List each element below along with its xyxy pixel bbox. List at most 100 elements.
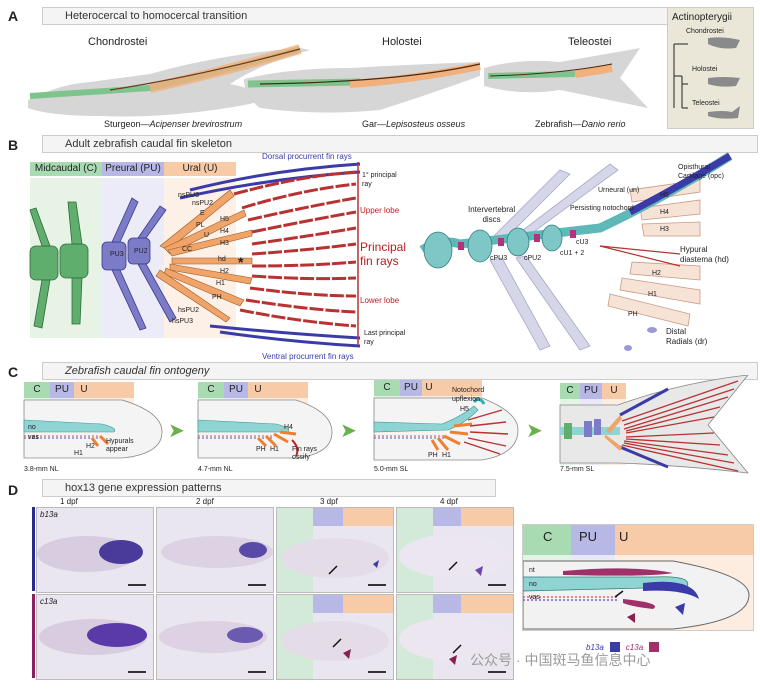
stage1-label-no: no — [28, 424, 36, 431]
group-holostei: Holostei — [382, 36, 422, 48]
label-h5: H5 — [220, 216, 229, 223]
caption-zebrafish: Zebrafish—Danio rerio — [535, 119, 626, 129]
micrograph-b13a-4dpf — [396, 507, 514, 593]
panel-a-fish-drawings — [28, 44, 648, 117]
arrow-right-icon: ➤ — [526, 420, 543, 442]
watermark-text: 公众号 · 中国斑马鱼信息中心 — [470, 652, 651, 668]
scale-bar — [368, 671, 386, 673]
stage2-label-h4: H4 — [284, 424, 293, 431]
expression-schematic: C PU U nt no vas — [522, 524, 754, 631]
panel-d-header: hox13 gene expression patterns — [42, 479, 496, 497]
label-principal-rays: Principal fin rays — [360, 240, 407, 268]
day-label-1: 1 dpf — [60, 497, 78, 506]
stage3-label-ph: PH — [428, 452, 438, 459]
label-ph: PH — [212, 294, 222, 301]
skeleton-drawing-left — [29, 162, 361, 348]
panel-b-header: Adult zebrafish caudal fin skeleton — [42, 135, 758, 153]
zone-midcaudal: Midcaudal (C) — [30, 162, 102, 176]
arrow-right-icon: ➤ — [168, 420, 185, 442]
label-ventral-procurrent: Ventral procurrent fin rays — [262, 352, 354, 361]
expression-legend: b13a c13a — [586, 642, 660, 652]
schematic-label-nt: nt — [529, 567, 535, 574]
stage4-zone-u: U — [610, 385, 618, 396]
stage1-zone-u: U — [80, 384, 88, 395]
stage3-label-h5: H5 — [460, 406, 469, 413]
panel-d-letter: D — [8, 482, 19, 498]
stage3-zone-c: C — [383, 382, 391, 393]
label-first-principal: 1° principal ray — [362, 172, 397, 188]
schematic-label-no: no — [529, 581, 537, 588]
zebrafish-ural — [574, 64, 613, 78]
tree-taxon-chondrostei: Chondrostei — [686, 28, 724, 35]
panel-c-header: Zebrafish caudal fin ontogeny — [42, 362, 758, 380]
legend-swatch-c13a — [649, 642, 660, 652]
stage2-zone-pu: PU — [229, 384, 243, 395]
stage3-label-notochord-upflexion: Notochord upflexion — [452, 387, 485, 403]
sturgeon-notochord — [109, 48, 301, 91]
stage3-zone-pu: PU — [404, 382, 418, 393]
gar-ural — [349, 62, 481, 88]
label-r-ph: PH — [628, 311, 638, 318]
label-h2: H2 — [220, 268, 229, 275]
label-last-principal: Last principal ray — [364, 330, 406, 346]
scale-bar — [128, 584, 146, 586]
panel-a-letter: A — [8, 8, 19, 24]
panel-a-header: Heterocercal to homocercal transition — [42, 7, 676, 25]
stage1-label-hypurals-appear: Hypurals appear — [106, 438, 134, 453]
stage1-label-h1: H1 — [74, 450, 83, 457]
label-r-h2: H2 — [652, 270, 661, 277]
stage4-zone-pu: PU — [584, 385, 598, 396]
schematic-zone-c: C — [543, 529, 553, 544]
label-h3: H3 — [220, 240, 229, 247]
label-r-h3: H3 — [660, 226, 669, 233]
label-pl: PL — [196, 222, 205, 229]
caption-gar: Gar—Lepisosteus osseus — [362, 119, 466, 129]
stage2-label-h1: H1 — [270, 446, 279, 453]
label-cc: CC — [182, 246, 193, 253]
label-opisthural: Opisthural Cartilage (opc) — [678, 164, 724, 180]
stage3-zone-u: U — [425, 382, 433, 393]
label-r-cpu3: cPU3 — [490, 255, 508, 262]
label-r-cu3: cU3 — [576, 239, 589, 246]
label-r-cu12: cU1 + 2 — [560, 250, 585, 257]
label-hspu2: hsPU2 — [178, 307, 200, 314]
label-hd: hd — [218, 256, 226, 263]
legend-swatch-b13a — [609, 642, 620, 652]
micrograph-c13a-1dpf — [36, 594, 154, 680]
label-nspu3: nsPU3 — [178, 192, 200, 199]
stage1-label-vas: vas — [28, 434, 39, 441]
stage2-zone-u: U — [254, 384, 262, 395]
micrograph-c13a-4dpf — [396, 594, 514, 680]
day-label-4: 4 dpf — [440, 497, 458, 506]
zebrafish-silhouette — [484, 48, 648, 108]
schematic-label-vas: vas — [529, 594, 540, 601]
stage1-zone-pu: PU — [55, 384, 69, 395]
tree-diagram — [673, 37, 740, 119]
micrograph-c13a-2dpf — [156, 594, 274, 680]
stage1-size: 3.8-mm NL — [24, 466, 59, 473]
day-label-2: 2 dpf — [196, 497, 214, 506]
panel-b-letter: B — [8, 137, 19, 153]
stage2-label-ph: PH — [256, 446, 266, 453]
label-lower-lobe: Lower lobe — [360, 296, 400, 305]
asterisk-mark: * — [238, 254, 244, 270]
label-pu2: PU2 — [134, 248, 148, 255]
label-r-distal-radials: Distal Radials (dr) — [666, 327, 708, 346]
label-dorsal-procurrent: Dorsal procurrent fin rays — [262, 152, 352, 161]
stage-card: C PU U — [558, 375, 754, 475]
caption-sturgeon: Sturgeon—Acipenser brevirostrum — [104, 119, 243, 129]
tree-taxon-holostei: Holostei — [692, 66, 718, 73]
phylogeny-box: Actinopterygii Chondrostei Holostei Tele… — [667, 7, 754, 129]
label-r-cpu2: cPU2 — [524, 255, 542, 262]
label-r-hypural-diastema: Hypural diastema (hd) — [680, 245, 729, 264]
tree-taxon-teleostei: Teleostei — [692, 100, 720, 107]
panel-c-letter: C — [8, 364, 19, 380]
label-hspu3: hsPU3 — [172, 318, 194, 325]
tree-title: Actinopterygii — [672, 12, 733, 23]
micrograph-c13a-3dpf — [276, 594, 394, 680]
row-bar-c13a — [32, 594, 35, 678]
label-r-h5: H5 — [660, 192, 669, 199]
label-upper-lobe: Upper lobe — [360, 206, 400, 215]
label-nspu2: nsPU2 — [192, 200, 214, 207]
stage-card: C PU U H4 PH H1 Fin rays ossify — [196, 382, 336, 462]
